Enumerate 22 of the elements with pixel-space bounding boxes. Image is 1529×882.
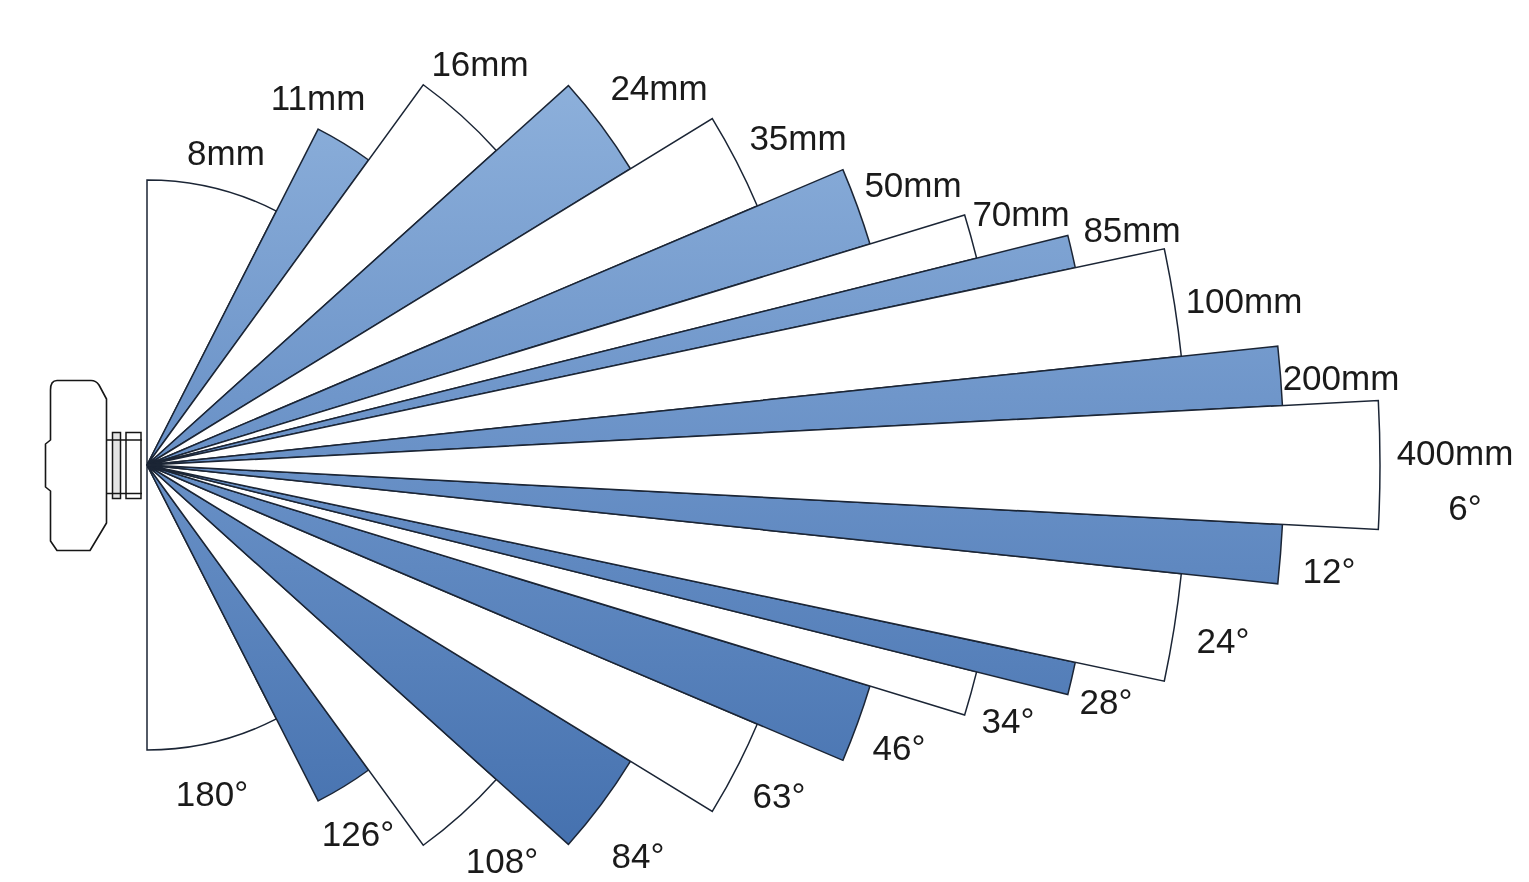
focal-length-label: 50mm — [864, 166, 962, 202]
focal-length-label: 16mm — [431, 45, 529, 81]
angle-label: 24° — [1196, 622, 1250, 658]
focal-length-label: 100mm — [1185, 282, 1303, 318]
focal-length-label: 200mm — [1282, 359, 1400, 395]
angle-label: 108° — [465, 842, 539, 878]
focal-length-label: 24mm — [610, 69, 708, 105]
angle-label: 28° — [1079, 683, 1133, 719]
focal-length-label: 400mm — [1396, 434, 1514, 470]
angle-label: 84° — [611, 837, 665, 873]
focal-length-label: 11mm — [270, 79, 366, 115]
angle-label: 6° — [1448, 489, 1482, 525]
angle-label: 63° — [752, 777, 806, 813]
focal-length-label: 8mm — [187, 134, 265, 170]
focal-length-label: 85mm — [1083, 211, 1181, 247]
focal-length-label: 70mm — [972, 195, 1070, 231]
angle-label: 34° — [981, 702, 1035, 738]
angle-label: 12° — [1302, 552, 1356, 588]
angle-label: 180° — [175, 775, 249, 811]
angle-label: 46° — [872, 729, 926, 765]
angle-label: 126° — [321, 815, 395, 851]
focal-length-label: 35mm — [749, 119, 847, 155]
